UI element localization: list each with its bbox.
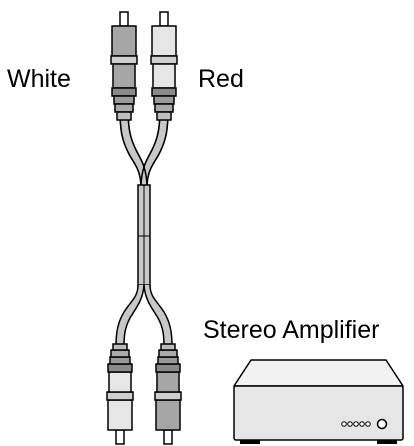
white-plug-bottom — [106, 343, 134, 445]
amplifier-power-knob-icon — [376, 418, 388, 430]
lower-cable-fill-right — [144, 285, 172, 346]
amplifier-icon — [233, 359, 404, 444]
upper-cable-fill-right — [141, 108, 168, 185]
red-plug-label: Red — [198, 65, 244, 93]
white-plug-top — [110, 11, 138, 121]
lower-cable-fill-left — [116, 285, 144, 346]
white-plug-label: White — [7, 65, 71, 93]
stereo-amplifier-label: Stereo Amplifier — [203, 316, 380, 344]
red-plug-bottom — [154, 343, 182, 445]
red-plug-top — [150, 11, 178, 121]
upper-cable-fill-left — [120, 108, 147, 185]
amplifier-indicator-dots — [341, 421, 371, 427]
